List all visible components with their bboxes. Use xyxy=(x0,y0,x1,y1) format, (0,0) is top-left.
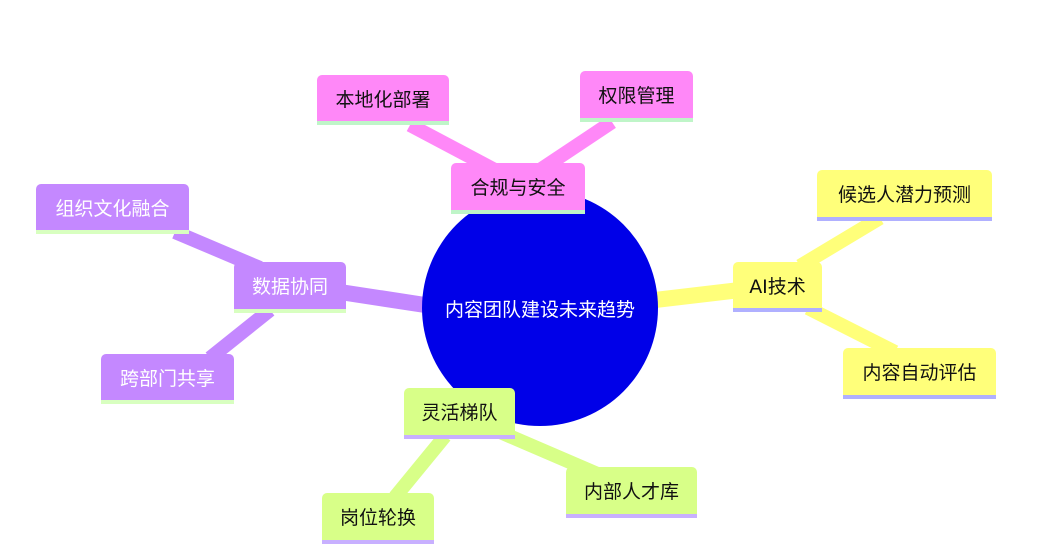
edge-ai-candidate xyxy=(796,211,884,273)
branch-data[interactable]: 数据协同 xyxy=(234,262,346,313)
node-culture[interactable]: 组织文化融合 xyxy=(36,184,189,234)
node-candidate-prediction[interactable]: 候选人潜力预测 xyxy=(817,170,992,221)
node-local-deploy[interactable]: 本地化部署 xyxy=(317,75,449,125)
node-content-evaluation[interactable]: 内容自动评估 xyxy=(843,348,996,399)
edge-data-share xyxy=(205,304,275,364)
branch-ai[interactable]: AI技术 xyxy=(733,262,822,312)
node-cross-share[interactable]: 跨部门共享 xyxy=(101,354,234,404)
edge-ai-content xyxy=(804,301,899,359)
edge-center-data xyxy=(338,284,427,313)
node-talent-pool[interactable]: 内部人才库 xyxy=(566,467,697,518)
central-topic[interactable]: 内容团队建设未来趋势 xyxy=(422,190,658,426)
branch-compliance[interactable]: 合规与安全 xyxy=(451,163,585,214)
node-permission[interactable]: 权限管理 xyxy=(580,71,693,122)
edge-flex-rotation xyxy=(389,431,451,502)
branch-flex[interactable]: 灵活梯队 xyxy=(404,388,515,439)
edge-compliance-permission xyxy=(536,116,616,176)
node-rotation[interactable]: 岗位轮换 xyxy=(322,493,434,544)
edge-center-ai xyxy=(654,282,741,308)
edge-compliance-localdeploy xyxy=(406,118,499,177)
